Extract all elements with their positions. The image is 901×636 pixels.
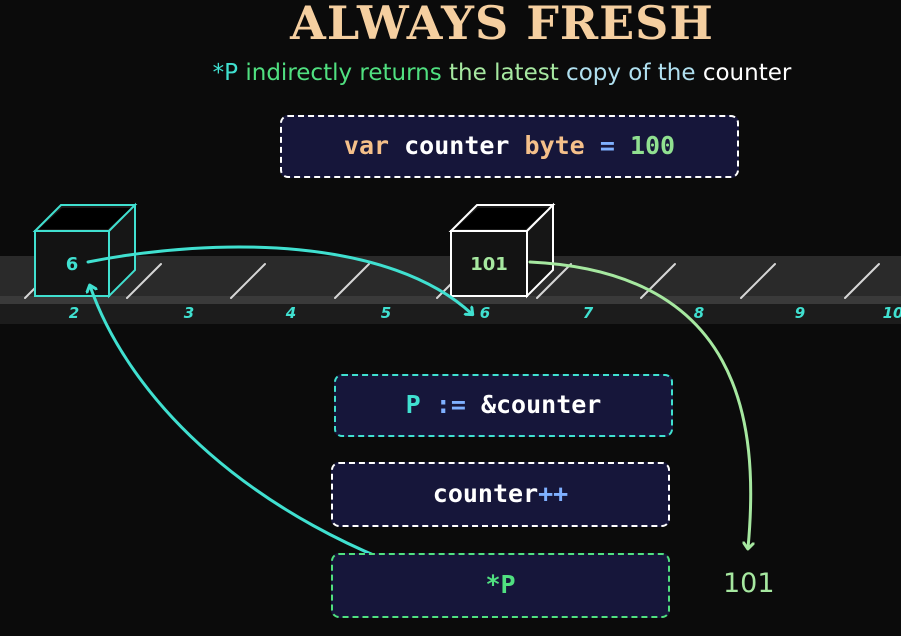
diagram-title: ALWAYS FRESH [290, 0, 714, 50]
declaration-value: 100 [629, 131, 676, 160]
deref-expression: *P [485, 570, 516, 599]
deref-code-box: *P [331, 553, 670, 618]
counter-cell-front [450, 230, 528, 297]
pointer-operator: := [435, 390, 466, 419]
memory-address-label: 4 [285, 304, 296, 322]
memory-cell-divider [334, 263, 370, 299]
diagram-subtitle: *P indirectly returns the latest copy of… [0, 60, 901, 86]
pointer-name: P [405, 390, 421, 419]
memory-cell-divider [640, 263, 676, 299]
memory-address-label: 7 [583, 304, 594, 322]
counter-cell-opening [455, 208, 549, 229]
counter-to-result-arrow [528, 260, 751, 548]
subtitle-part: *P [212, 60, 246, 86]
pointer-memory-cell: 6 [32, 202, 138, 299]
result-value: 101 [723, 568, 775, 599]
declaration-type: byte [524, 131, 585, 160]
subtitle-part: indirectly returns [245, 60, 450, 86]
increment-operator: ++ [538, 479, 569, 508]
memory-address-label: 2 [69, 304, 79, 322]
memory-address-label: 8 [694, 304, 704, 322]
memory-address-label: 6 [480, 304, 490, 322]
counter-memory-cell: 101 [448, 202, 556, 299]
counter-cell-value: 101 [470, 254, 508, 275]
pointer-cell-value: 6 [66, 254, 79, 275]
pointer-code-box: P := &counter [334, 374, 673, 437]
memory-address-label: 5 [381, 304, 391, 322]
subtitle-part: copy of the [566, 60, 703, 86]
memory-cell-divider [230, 263, 266, 299]
declaration-code-box: var counter byte = 100 [280, 115, 739, 178]
memory-cell-dividers [24, 263, 880, 299]
memory-cell-divider [740, 263, 776, 299]
subtitle-part: counter [702, 60, 792, 86]
increment-code-box: counter++ [331, 462, 670, 527]
memory-address-label: 9 [795, 304, 805, 322]
declaration-assign: = [599, 131, 615, 160]
memory-address-labels: 2 3 4 5 6 7 8 9 10 [69, 304, 901, 322]
memory-tape-edge [0, 296, 901, 304]
pointer-to-address-arrow [86, 245, 472, 314]
memory-cell-divider [126, 263, 162, 299]
declaration-name: counter [404, 131, 510, 160]
pointer-rhs: &counter [480, 390, 602, 419]
increment-name: counter [432, 479, 539, 508]
memory-cell-divider [536, 263, 572, 299]
memory-tape-bottom [0, 304, 901, 324]
memory-address-label: 3 [184, 304, 194, 322]
subtitle-part: the latest [449, 60, 567, 86]
declaration-keyword: var [343, 131, 390, 160]
memory-cell-divider [844, 263, 880, 299]
pointer-cell-opening [39, 208, 131, 229]
memory-address-label: 10 [883, 304, 901, 322]
